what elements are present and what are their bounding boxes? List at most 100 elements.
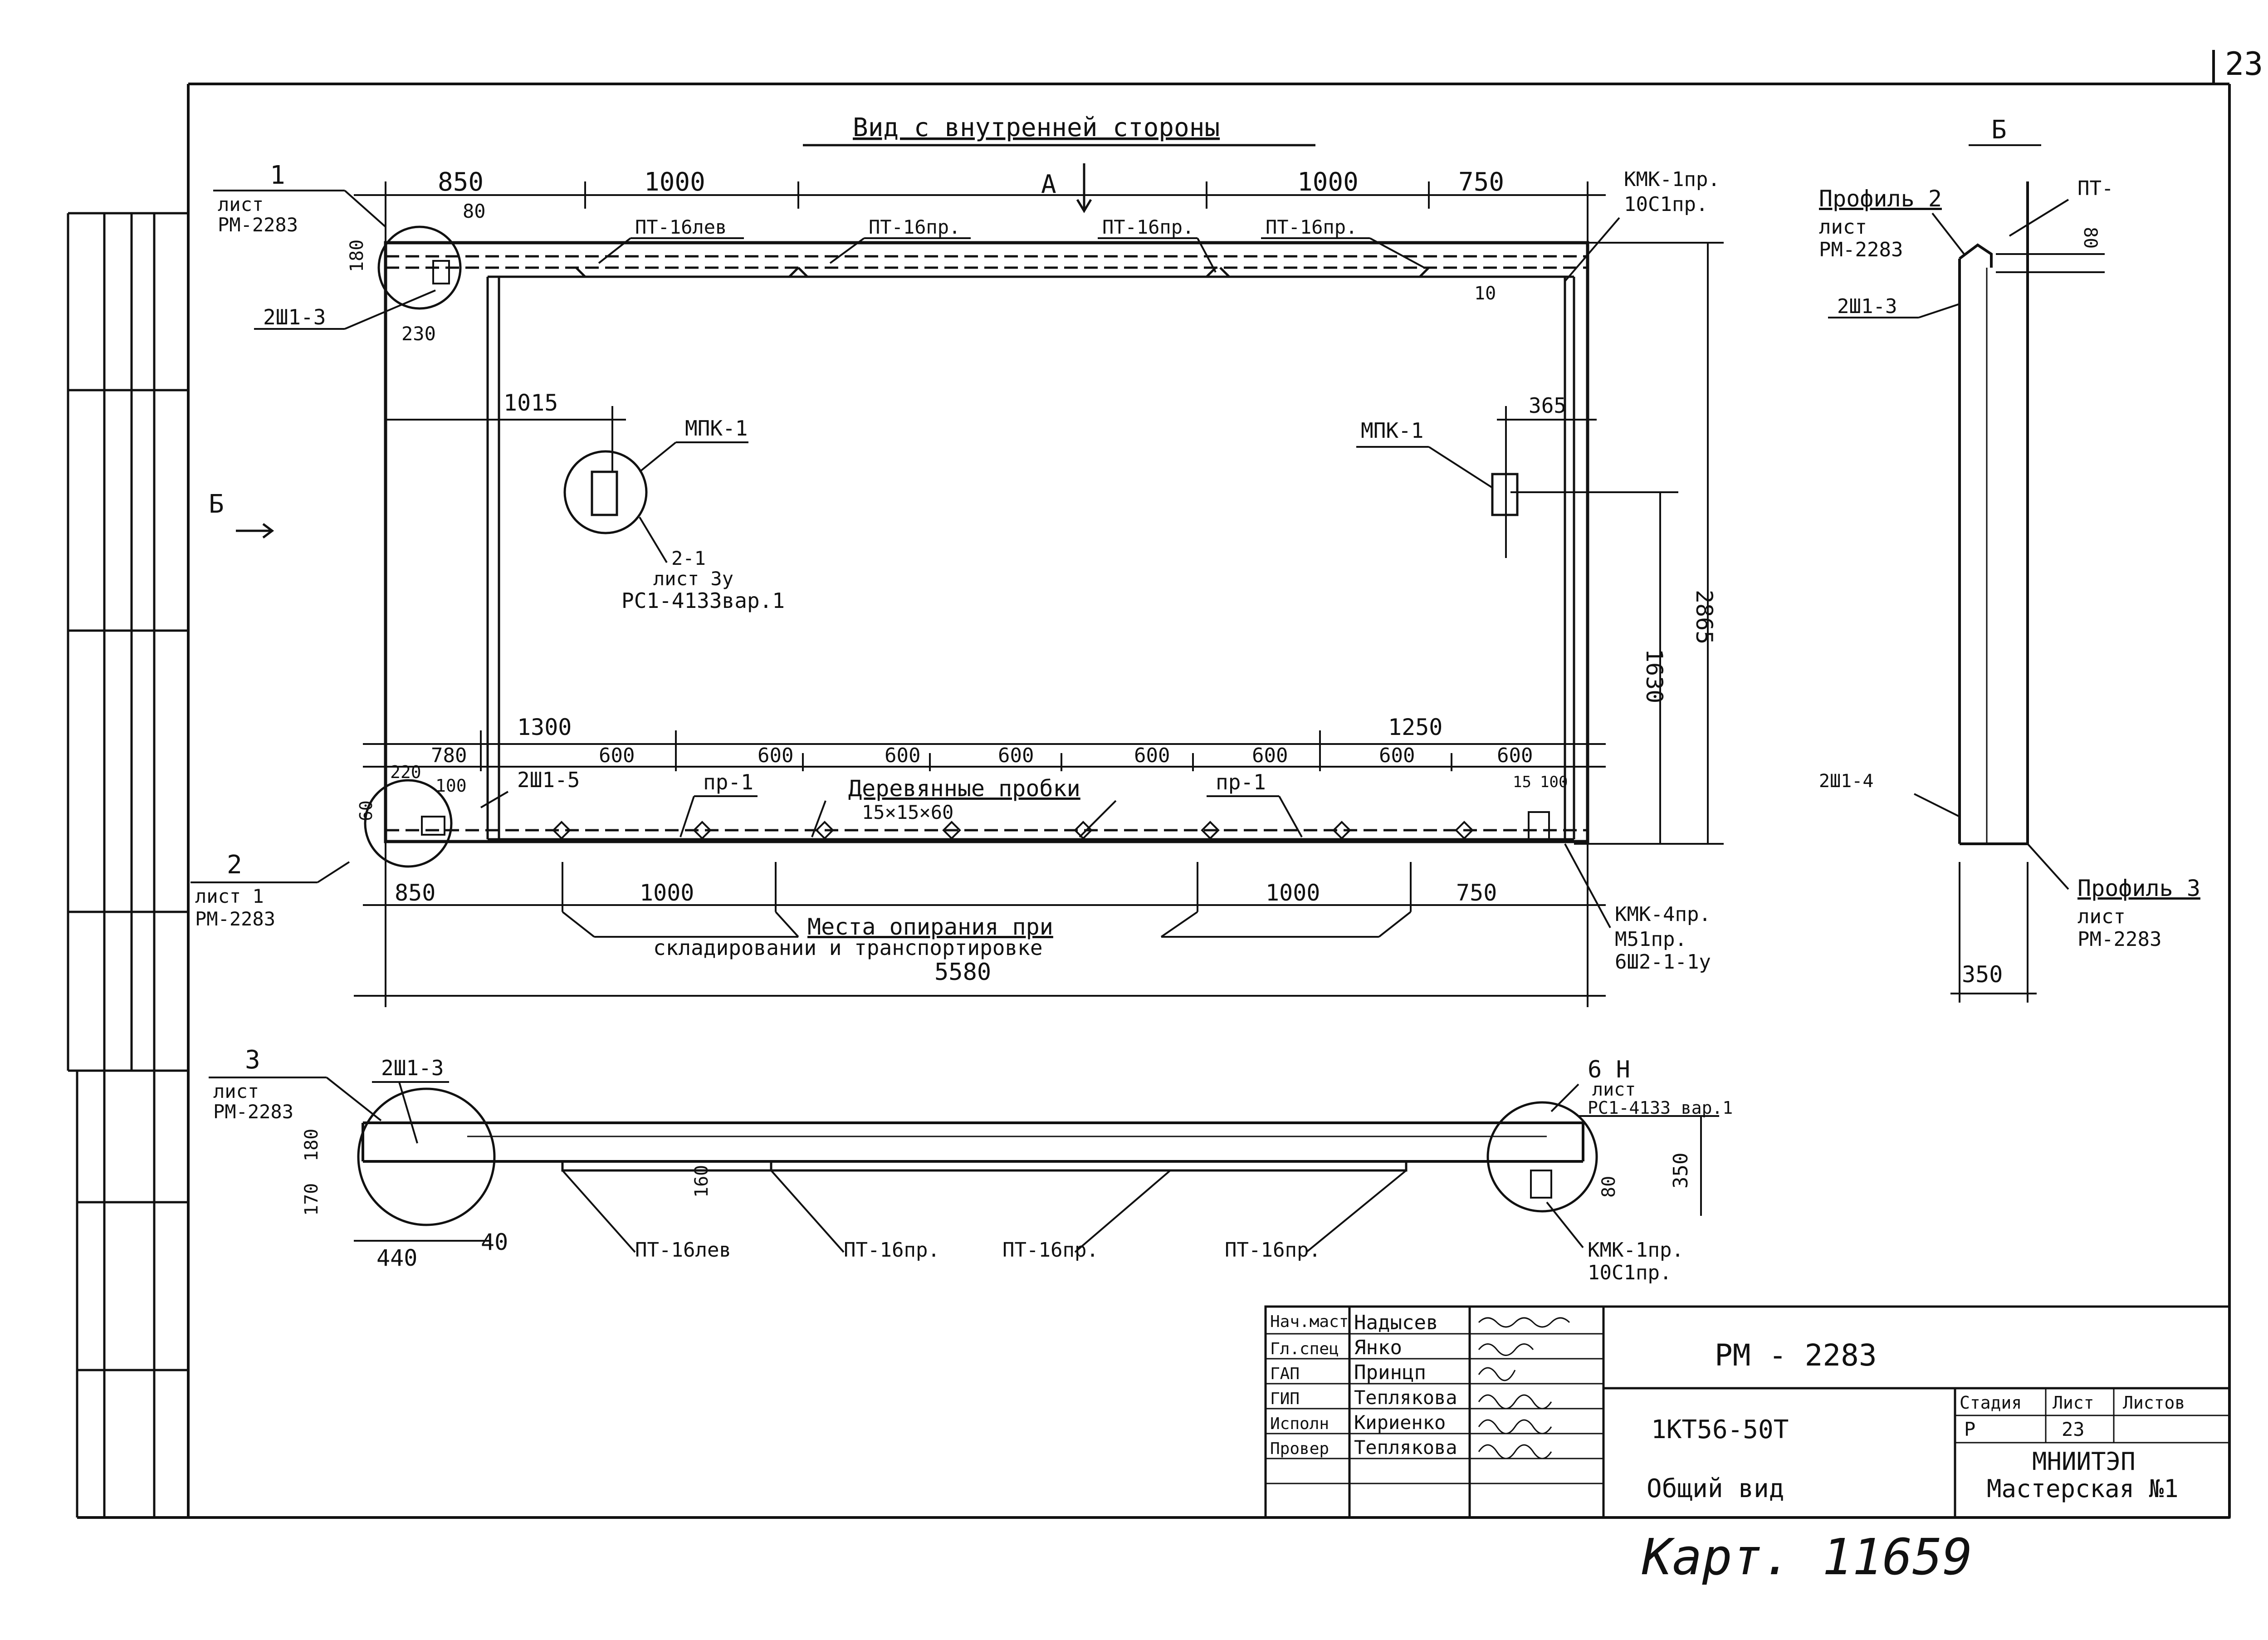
dim-100-left: 100 (435, 776, 467, 796)
tb-subject: Общий вид (1647, 1474, 1784, 1503)
callout-6-doc: РС1-4133 вар.1 (1588, 1098, 1733, 1118)
support-note-2: складировании и транспортировке (653, 935, 1043, 960)
callout-3-doc: РМ-2283 (213, 1101, 293, 1123)
mpk-right-plate (1491, 473, 1519, 516)
plan-dim-40: 40 (481, 1229, 508, 1255)
callout-2-doc: РМ-2283 (195, 908, 275, 930)
callout-3-number: 3 (245, 1045, 260, 1075)
dim-top-850: 850 (438, 167, 484, 197)
embedded-plate-tl (432, 260, 450, 284)
panel-outline (384, 241, 1589, 843)
wooden-plug-markers (552, 821, 1474, 840)
label-pr1-b: пр-1 (1216, 770, 1266, 794)
dim-600-8: 600 (1497, 744, 1533, 767)
tb-org2: Мастерская №1 (1987, 1474, 2179, 1503)
tb-role-1: Гл.спец (1270, 1340, 1339, 1358)
mpk-left-circle (563, 450, 648, 534)
tb-role-4: Исполн (1270, 1415, 1329, 1433)
tb-name-4: Кириенко (1354, 1411, 1446, 1434)
profile-section (1958, 181, 2029, 845)
tb-name-2: Принцп (1354, 1361, 1426, 1384)
tb-role-0: Нач.маст (1270, 1312, 1349, 1331)
dim-600-5: 600 (1134, 744, 1170, 767)
tb-code: РМ - 2283 (1715, 1338, 1877, 1373)
kmk-bottom-a: КМК-4пр. (1615, 903, 1711, 926)
dim-230: 230 (401, 323, 436, 345)
section-b-arrow-left (236, 523, 274, 539)
callout-circle-2 (364, 779, 453, 868)
sheet-frame (77, 50, 2231, 1519)
mpk-right-label: МПК-1 (1361, 418, 1423, 443)
callout-6-sheet: лист (1592, 1079, 1636, 1100)
title-block-grid (1264, 1305, 2231, 1519)
dim-1630: 1630 (1641, 649, 1667, 703)
section-a-arrow (1076, 163, 1092, 213)
dim-365: 365 (1529, 393, 1566, 418)
part-pt16-pr-top-1: ПТ-16пр. (869, 216, 960, 238)
plan-part-pt16pr-3: ПТ-16пр. (1225, 1239, 1321, 1262)
plan-ribs (561, 1161, 1408, 1172)
tb-stage-header: Стадия (1960, 1393, 2022, 1413)
tb-name-1: Янко (1354, 1336, 1402, 1359)
profile3-doc: РМ-2283 (2077, 928, 2161, 951)
tb-name-0: Надысев (1354, 1311, 1438, 1334)
tb-role-3: ГИП (1270, 1390, 1300, 1408)
profile-2sh13: 2Ш1-3 (1837, 295, 1897, 318)
dim-600-2: 600 (758, 744, 793, 767)
plan-panel (362, 1121, 1584, 1163)
profile-width-350: 350 (1962, 961, 2003, 988)
top-thickenings (575, 267, 1430, 278)
plan-kmk-a: КМК-1пр. (1588, 1239, 1684, 1262)
tb-name-3: Теплякова (1354, 1386, 1457, 1409)
plan-dim-80: 80 (1598, 1176, 1619, 1198)
profile3-label: Профиль 3 (2077, 875, 2200, 901)
callout-2-number: 2 (227, 850, 242, 880)
plan-part-pt16lev: ПТ-16лев (635, 1239, 731, 1262)
dim-top-750: 750 (1458, 167, 1504, 197)
plan-kmk-b: 10С1пр. (1588, 1261, 1672, 1284)
callout-circle-6 (1486, 1101, 1598, 1213)
dim-180-left: 180 (347, 240, 367, 272)
top-part-leaders (598, 237, 1425, 273)
left-binding-strip (67, 212, 188, 1518)
dim-top-10: 10 (1474, 283, 1496, 304)
profile2-sheet: лист (1819, 215, 1867, 239)
dim-bottom-1000b: 1000 (1266, 880, 1320, 906)
callout-circle-3 (357, 1087, 496, 1226)
plan-2sh13: 2Ш1-3 (381, 1056, 444, 1080)
tb-name-5: Теплякова (1354, 1436, 1457, 1459)
plan-part-leaders (562, 1170, 1407, 1253)
label-pr1-a: пр-1 (703, 770, 753, 794)
profile-dim80: 80 (2080, 227, 2101, 249)
dim-220: 220 (390, 762, 421, 782)
profile2-doc: РМ-2283 (1819, 238, 1903, 261)
profile2-label: Профиль 2 (1819, 186, 1942, 212)
kmk-bottom-b: М51пр. (1615, 928, 1687, 951)
callout-1-sheet: лист (218, 193, 264, 215)
tb-sheet-no: 23 (2062, 1418, 2085, 1440)
part-pt16-lev-top: ПТ-16лев (635, 216, 727, 238)
dim-600-7: 600 (1379, 744, 1415, 767)
mpk-left-ref2: лист 3у (653, 568, 733, 590)
dim-600-1: 600 (599, 744, 635, 767)
section-b-label-right: Б (1991, 115, 2007, 145)
signature-scribbles (1478, 1317, 1570, 1459)
dim-overall-5580: 5580 (934, 959, 991, 986)
view-title: Вид с внутренней стороны (853, 113, 1220, 142)
label-plug-size: 15×15×60 (862, 801, 953, 823)
support-note-1: Места опирания при (807, 914, 1053, 940)
tb-role-5: Провер (1270, 1439, 1329, 1458)
page-number: 23 (2225, 45, 2263, 83)
dim-top-80: 80 (463, 200, 486, 222)
dim-bottom-1000a: 1000 (640, 880, 694, 906)
part-pt16-pr-top-2: ПТ-16пр. (1102, 216, 1194, 238)
plan-dim-170: 170 (301, 1183, 322, 1216)
tb-panel: 1КТ56-50Т (1651, 1415, 1789, 1444)
tb-stage: Р (1964, 1418, 1975, 1440)
plan-plate-right (1530, 1170, 1552, 1199)
mpk-left-ref3: РС1-4133вар.1 (621, 588, 785, 613)
embedded-plate-bl (421, 816, 445, 836)
profile3-sheet: лист (2077, 905, 2126, 928)
dim-1300: 1300 (517, 714, 572, 740)
